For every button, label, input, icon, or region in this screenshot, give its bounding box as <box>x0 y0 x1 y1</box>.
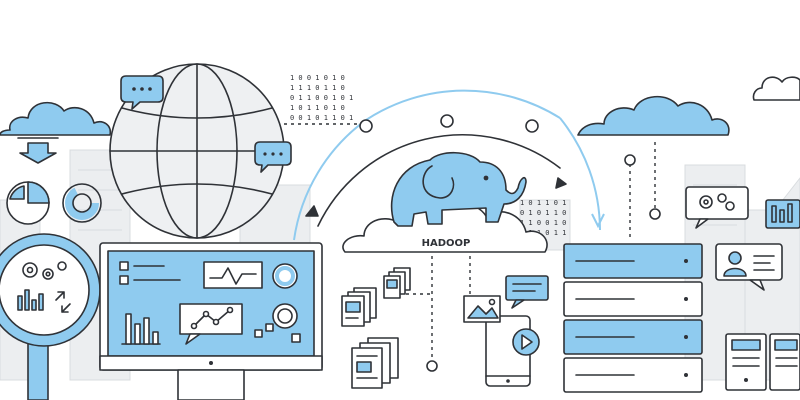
chat-bubble-icon <box>505 275 549 309</box>
elephant-icon <box>390 151 527 227</box>
binary-data: 1 0 0 1 0 1 0 1 1 1 0 1 1 0 0 1 1 0 0 1 … <box>290 74 566 237</box>
document-stack-icon <box>351 337 399 389</box>
document-stack-icon <box>341 287 377 327</box>
cloud-icon <box>577 95 730 240</box>
magnifier-icon <box>0 233 101 400</box>
donut-chart-icon <box>62 183 102 223</box>
connection-lines <box>406 256 471 372</box>
document-stack-icon <box>383 267 411 299</box>
gear-icon <box>699 193 735 211</box>
pie-chart-icon <box>6 181 50 225</box>
svg-text:0 1 1 0 1 1: 0 1 1 0 1 1 <box>520 229 566 237</box>
chat-bubble-icon <box>254 141 292 173</box>
photo-icon <box>463 295 501 323</box>
download-arrow-icon <box>17 137 59 164</box>
hadoop-logo: HADOOP <box>342 151 548 253</box>
server-rack-icon <box>563 243 703 393</box>
svg-text:1 0 1 1 0 1: 1 0 1 1 0 1 <box>520 199 566 207</box>
chat-bubble-icon <box>685 186 749 229</box>
play-icon <box>512 328 540 356</box>
monitor-icon <box>99 242 323 400</box>
svg-text:0 1 1 0 0 1 0 1: 0 1 1 0 0 1 0 1 <box>290 94 353 102</box>
cloud-icon <box>0 101 112 136</box>
svg-text:1 0 0 1 0 1 0: 1 0 0 1 0 1 0 <box>290 74 345 82</box>
svg-text:1 1 1 0 1 1 0: 1 1 1 0 1 1 0 <box>290 84 345 92</box>
logo-label: HADOOP <box>422 238 471 249</box>
svg-text:1 0 1 1 0 1 0: 1 0 1 1 0 1 0 <box>290 104 345 112</box>
cloud-icon <box>752 76 800 101</box>
chat-bubble-icon <box>120 75 164 110</box>
data-flow-arc <box>293 89 605 241</box>
svg-text:0 0 1 0 1 1 0 1: 0 0 1 0 1 1 0 1 <box>290 114 353 122</box>
svg-text:1 1 0 0 1 0: 1 1 0 0 1 0 <box>520 219 566 227</box>
user-card-icon <box>715 243 783 291</box>
svg-text:0 1 0 1 1 0: 0 1 0 1 1 0 <box>520 209 566 217</box>
gear-icon <box>22 261 67 280</box>
server-rack-icon <box>725 333 800 391</box>
document-icon <box>765 199 800 229</box>
